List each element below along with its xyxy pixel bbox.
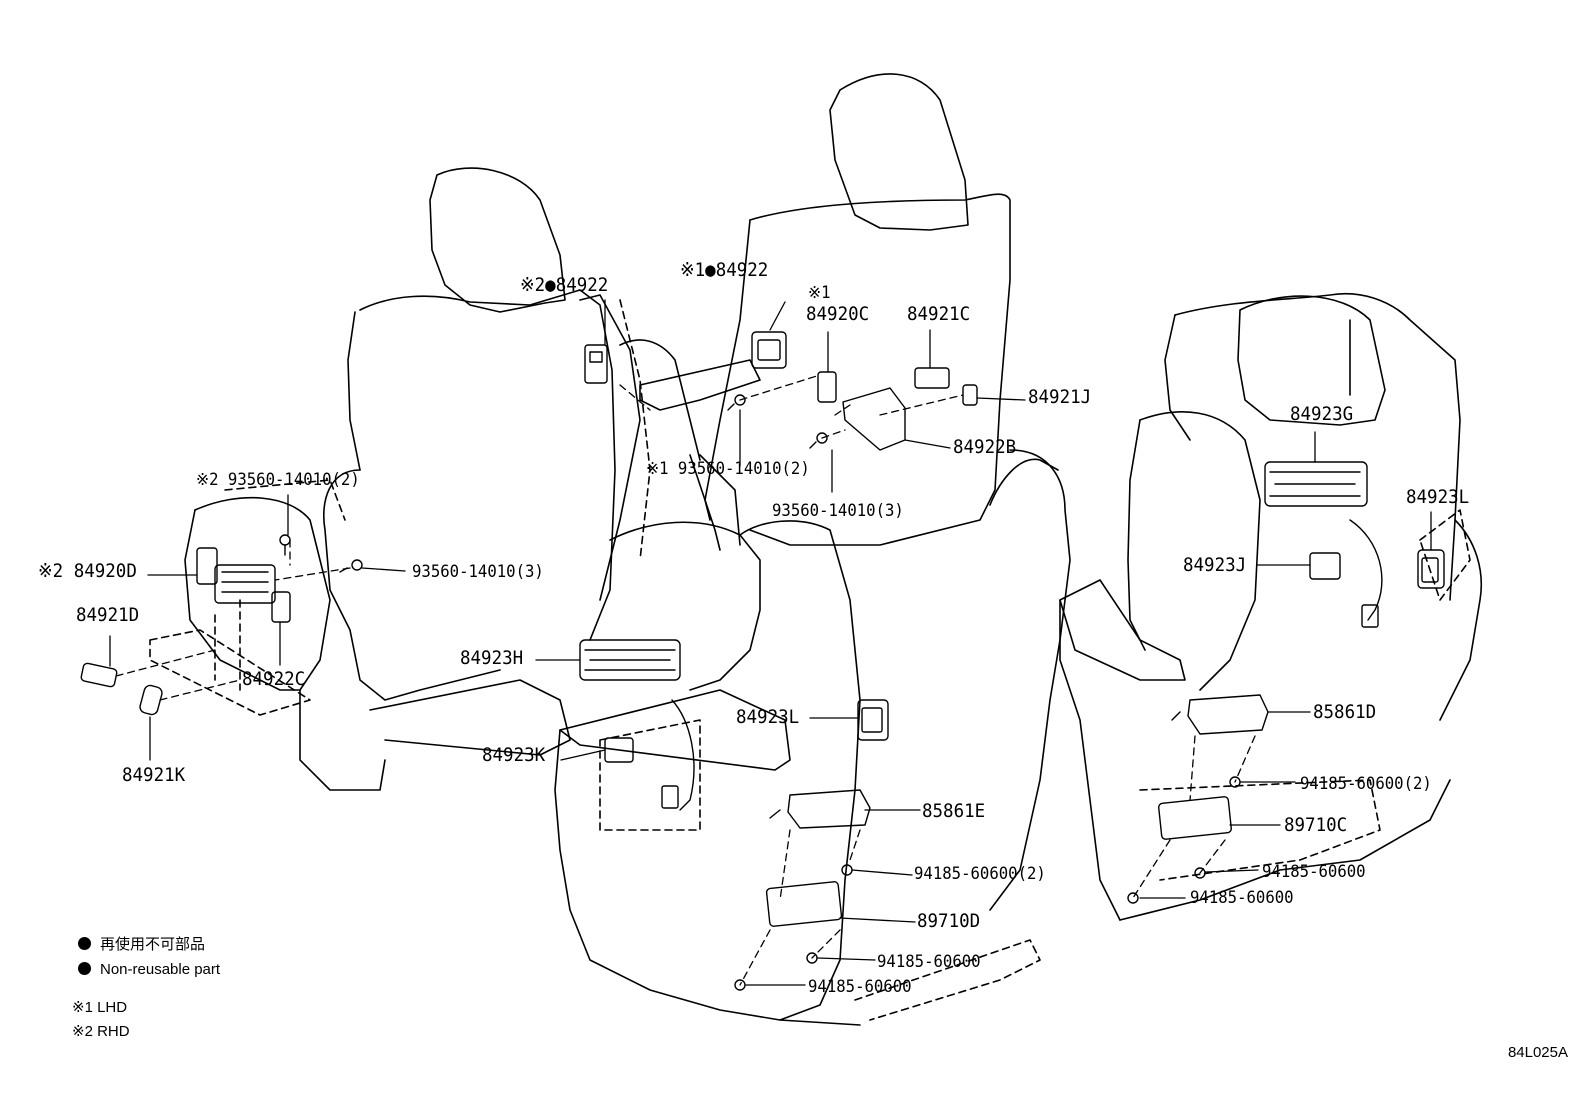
right-seat-outline — [1059, 292, 1483, 921]
non-reusable-dot-icon — [78, 962, 91, 975]
label-84921d: 84921D — [76, 604, 140, 626]
dashed-connectors — [115, 374, 1256, 986]
legend-note-lhd: ※1 LHD — [72, 999, 128, 1016]
label-84921k: 84921K — [122, 764, 186, 786]
label-84923j: 84923J — [1183, 554, 1247, 576]
left-seat-outline — [149, 167, 701, 791]
label-84922c: 84922C — [242, 668, 306, 690]
label-94185-a: 94185-60600 — [877, 952, 981, 972]
label-84922-rhd: ※2●84922 — [520, 274, 609, 296]
label-93560-lhd: ※1 93560-14010(2) — [646, 459, 810, 479]
label-85861d: 85861D — [1313, 701, 1377, 723]
center-seat-outline — [554, 73, 1071, 1026]
legend-note-rhd: ※2 RHD — [72, 1023, 130, 1040]
non-reusable-dot-icon — [78, 937, 91, 950]
label-84923h: 84923H — [460, 647, 524, 669]
label-84922b: 84922B — [953, 436, 1017, 458]
label-84923l-right: 84923L — [1406, 486, 1470, 508]
label-89710c: 89710C — [1284, 814, 1348, 836]
diagram-code: 84L025A — [1507, 1044, 1568, 1061]
label-94185-d: 94185-60600 — [1190, 888, 1294, 908]
label-93560-rhd: ※2 93560-14010(2) — [196, 470, 360, 490]
legend-japanese: 再使用不可部品 — [78, 936, 205, 954]
label-84923l-center: 84923L — [736, 706, 800, 728]
label-85861e: 85861E — [922, 800, 986, 822]
label-84920c: 84920C — [806, 303, 870, 325]
label-89710d: 89710D — [917, 910, 981, 932]
label-84921j: 84921J — [1028, 386, 1092, 408]
label-84923g: 84923G — [1290, 403, 1354, 425]
label-84921c: 84921C — [907, 303, 971, 325]
leader-lines — [109, 299, 1432, 986]
legend-english: Non-reusable part — [78, 961, 220, 979]
label-94185-c: 94185-60600 — [1262, 862, 1366, 882]
switch-components — [80, 331, 1445, 991]
label-94185-center-2: 94185-60600(2) — [914, 864, 1046, 884]
label-93560-center: 93560-14010(3) — [772, 501, 904, 521]
label-84920d: ※2 84920D — [38, 560, 137, 582]
label-84923k: 84923K — [482, 744, 546, 766]
label-84922-lhd: ※1●84922 — [680, 259, 769, 281]
label-94185-right-2: 94185-60600(2) — [1300, 774, 1432, 794]
label-94185-b: 94185-60600 — [808, 977, 912, 997]
label-93560-left: 93560-14010(3) — [412, 562, 544, 582]
label-84920c-mark: ※1 — [808, 283, 831, 303]
